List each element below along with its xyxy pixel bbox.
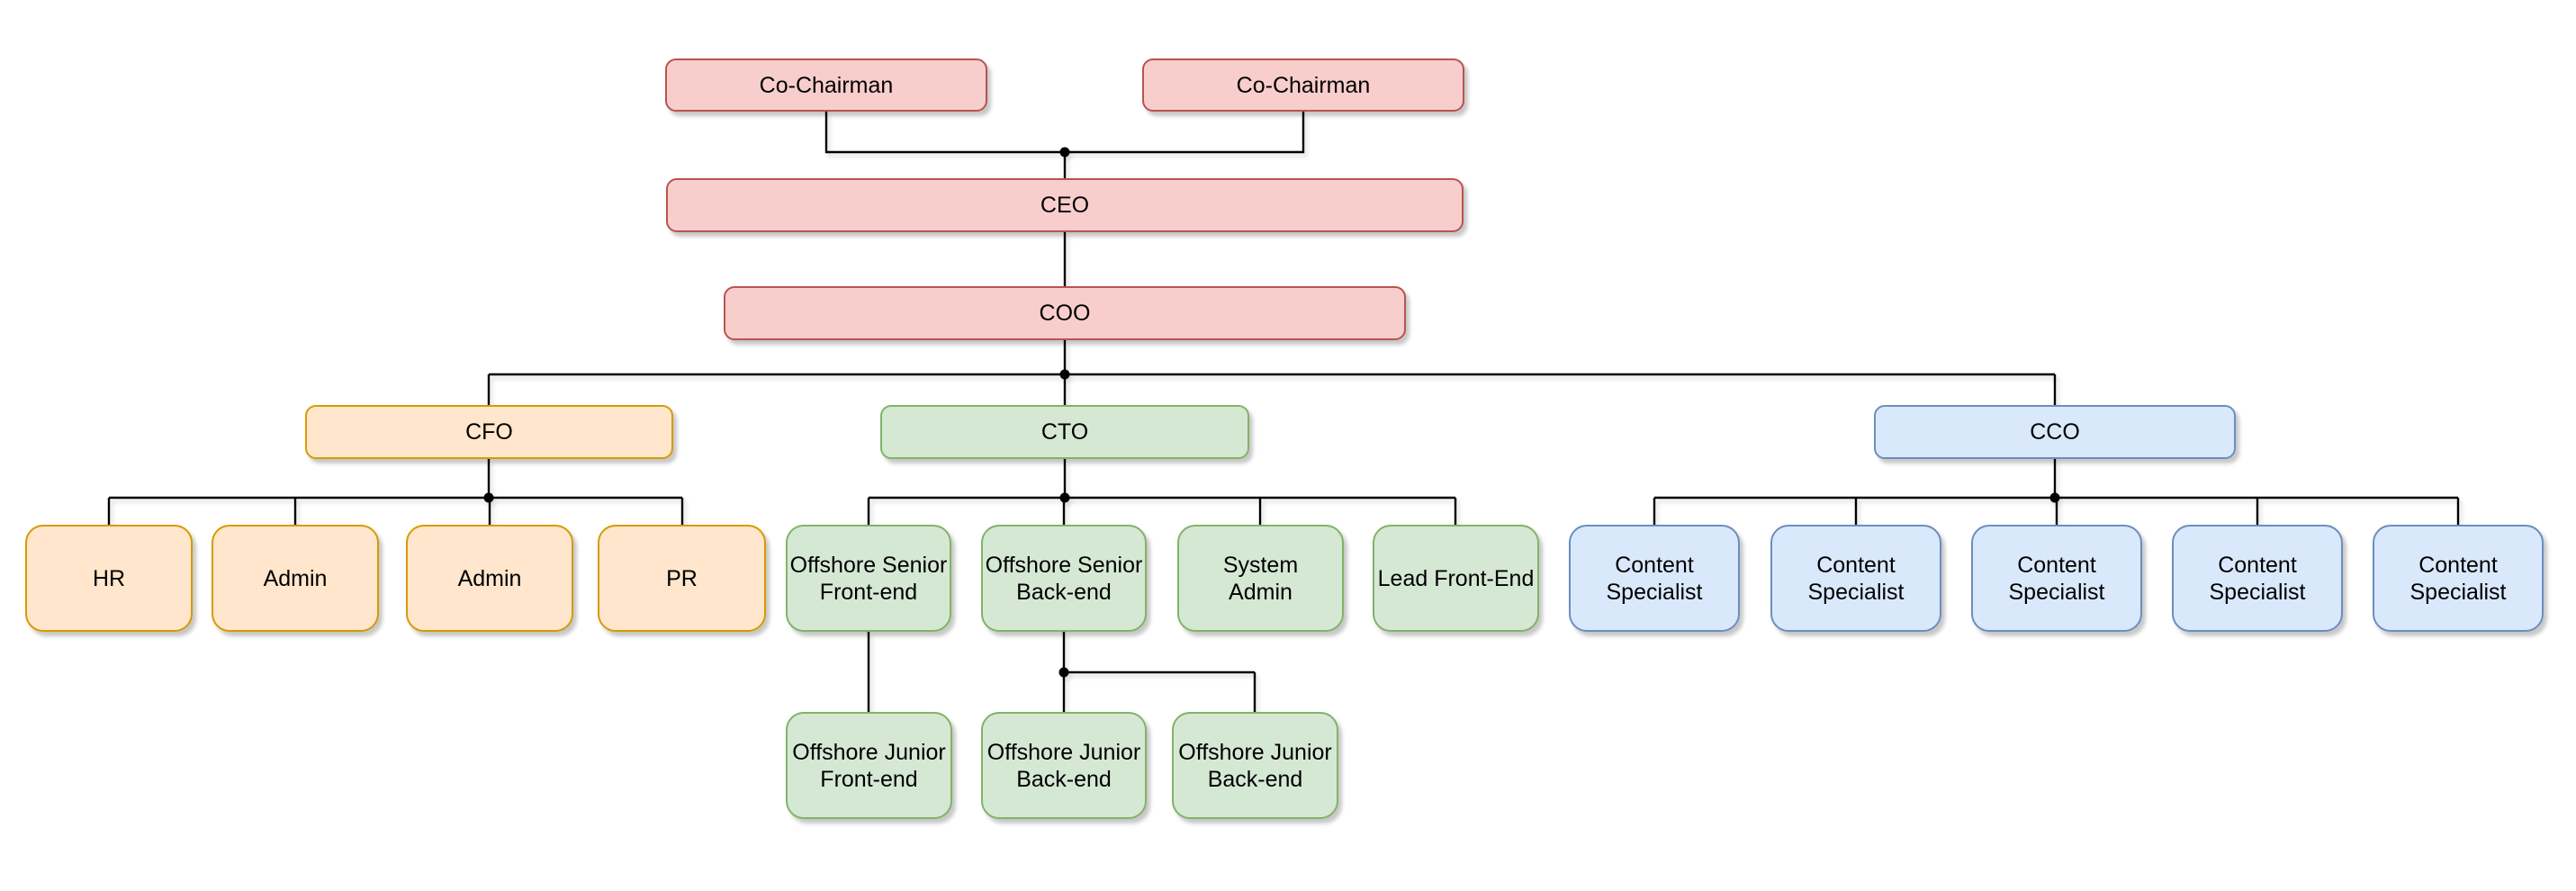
node-offshore-senior-back-end: Offshore Senior Back-end [981,525,1147,632]
node-offshore-junior-back-end-1: Offshore Junior Back-end [981,712,1147,819]
node-label: Offshore Junior Front-end [792,739,946,792]
node-label: HR [92,565,126,591]
node-cfo: CFO [305,405,673,459]
node-label: CEO [1040,193,1090,218]
node-content-specialist-3: Content Specialist [1971,525,2142,632]
node-content-specialist-1: Content Specialist [1569,525,1740,632]
node-label: Co-Chairman [1236,72,1371,98]
node-label: Content Specialist [2008,552,2105,605]
node-label: Content Specialist [1606,552,1703,605]
node-label: Admin [263,565,328,591]
node-label: COO [1039,301,1091,326]
node-content-specialist-2: Content Specialist [1770,525,1941,632]
node-offshore-junior-back-end-2: Offshore Junior Back-end [1172,712,1338,819]
node-lead-front-end: Lead Front-End [1373,525,1539,632]
connector-line [824,112,1305,154]
node-ceo: CEO [666,178,1464,232]
node-pr: PR [598,525,766,632]
node-hr: HR [25,525,193,632]
junction-dot [1059,492,1070,503]
node-label: CCO [2030,419,2080,445]
node-label: Content Specialist [2409,552,2507,605]
node-label: Admin [457,565,522,591]
node-cco: CCO [1874,405,2236,459]
node-admin-1: Admin [212,525,379,632]
junction-dot [1059,369,1070,380]
node-content-specialist-4: Content Specialist [2172,525,2343,632]
node-label: CFO [465,419,513,445]
node-co-chairman-2: Co-Chairman [1142,58,1464,112]
node-label: System Admin [1222,552,1299,605]
node-label: Lead Front-End [1377,565,1535,591]
node-label: Offshore Senior Back-end [985,552,1143,605]
node-label: PR [666,565,698,591]
junction-dot [483,492,494,503]
junction-dot [1058,667,1069,678]
node-label: Content Specialist [2209,552,2306,605]
node-label: Co-Chairman [759,72,894,98]
node-label: CTO [1040,419,1089,445]
node-coo: COO [724,286,1406,340]
node-content-specialist-5: Content Specialist [2373,525,2544,632]
node-label: Offshore Junior Back-end [1178,739,1332,792]
node-system-admin: System Admin [1177,525,1344,632]
node-cto: CTO [880,405,1249,459]
node-offshore-junior-front-end: Offshore Junior Front-end [786,712,952,819]
node-admin-2: Admin [406,525,573,632]
node-label: Content Specialist [1807,552,1905,605]
junction-dot [2049,492,2060,503]
node-offshore-senior-front-end: Offshore Senior Front-end [786,525,951,632]
node-co-chairman-1: Co-Chairman [665,58,987,112]
node-label: Offshore Senior Front-end [789,552,948,605]
node-label: Offshore Junior Back-end [986,739,1141,792]
junction-dot [1059,147,1070,158]
